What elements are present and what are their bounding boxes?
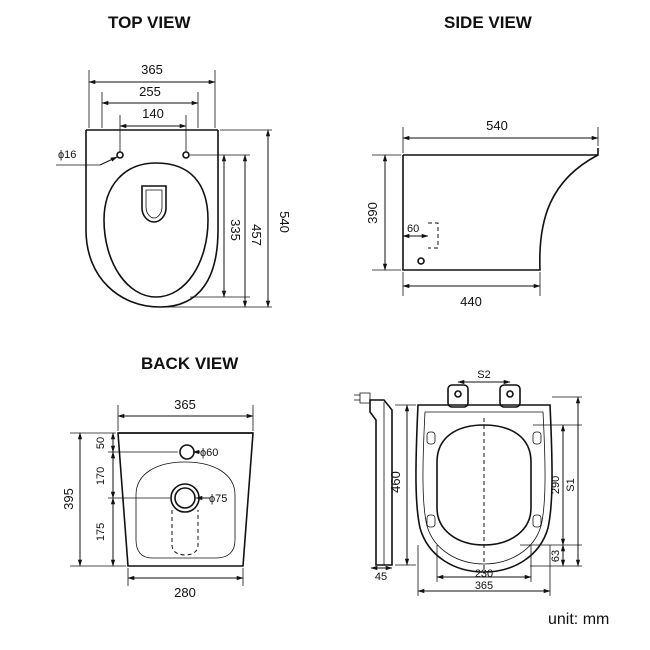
back-view-dim-395: 395 [61,488,76,510]
seat-dim-460: 460 [388,471,403,493]
top-view-dim-255: 255 [139,84,161,99]
top-view-dim-335: 335 [228,219,243,241]
back-view-inlet-hole [179,444,195,460]
seat-opening [436,424,532,546]
side-view-dim-390: 390 [365,202,380,224]
back-view-dim-175: 175 [95,523,107,541]
side-view-outline [402,148,599,271]
seat-bumper [532,514,542,528]
back-view-dim-50: 50 [95,437,107,449]
back-view-title: BACK VIEW [141,354,239,373]
back-view-dim-p75: ϕ75 [209,493,227,505]
seat-bumper [532,431,542,445]
seat-bumper [426,514,436,528]
seat-view: S2 460 290 S1 63 45 230 365 [354,369,582,596]
top-view-dim-140: 140 [142,106,164,121]
top-view-dim-hole: ϕ16 [58,149,76,161]
seat-dim-365: 365 [475,580,493,592]
back-view-dim-280: 280 [174,585,196,600]
seat-hinge-right [499,384,521,408]
side-view: SIDE VIEW 540 390 60 440 [365,13,599,309]
top-view-seat-outline [103,162,209,298]
back-view-dim-365: 365 [174,397,196,412]
seat-dim-s1: S1 [565,478,577,491]
top-view-dim-365: 365 [141,62,163,77]
seat-dim-63: 63 [550,550,562,562]
seat-hinge-left [447,384,469,408]
seat-outline [415,404,553,573]
unit-label: unit: mm [548,611,609,628]
side-view-dim-440: 440 [460,294,482,309]
seat-dim-230: 230 [475,568,493,580]
top-view-bowl-outline [85,130,219,308]
back-view-dim-p60: ϕ60 [200,447,218,459]
side-view-dim-540: 540 [486,118,508,133]
side-view-outlet [428,222,439,249]
seat-bumper [426,431,436,445]
top-view-title: TOP VIEW [108,13,191,32]
top-view-bolt-hole-left [116,151,124,159]
back-view-dim-170: 170 [95,467,107,485]
top-view: TOP VIEW 365 255 140 ϕ16 [56,13,292,308]
seat-dim-290: 290 [550,476,562,494]
side-view-title: SIDE VIEW [444,13,533,32]
seat-dim-s2: S2 [477,369,490,381]
top-view-dim-540: 540 [277,211,292,233]
back-view-pipe-outline [135,461,236,559]
back-view-outline [117,432,254,567]
side-view-inlet [417,257,425,265]
back-view-outlet-channel [171,510,199,556]
side-view-dim-60: 60 [407,223,419,235]
back-view: BACK VIEW 365 395 50 170 175 ϕ60 [61,354,254,600]
top-view-flush-hole [141,185,167,223]
seat-dim-45: 45 [375,571,387,583]
top-view-bolt-hole-right [182,151,190,159]
top-view-dim-457: 457 [249,224,264,246]
